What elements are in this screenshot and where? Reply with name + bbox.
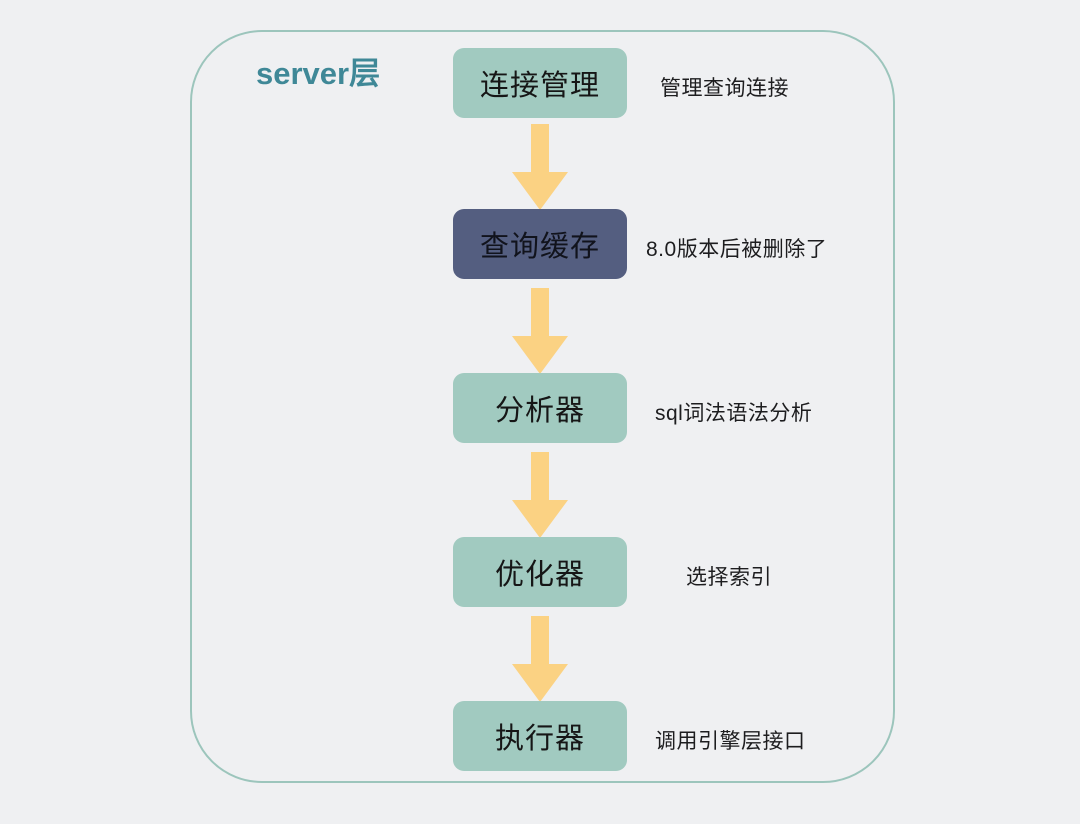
node-label: 分析器: [494, 395, 585, 427]
arrow-cache-to-parser: [512, 288, 568, 374]
node-query-cache[interactable]: 查询缓存: [453, 209, 627, 279]
node-label: 执行器: [494, 723, 585, 755]
node-label: 优化器: [494, 559, 585, 591]
server-layer-frame: [190, 30, 895, 783]
annotation-executor: 调用引擎层接口: [655, 730, 806, 753]
arrow-parser-to-optimizer: [512, 452, 568, 538]
arrow-optimizer-to-executor: [512, 616, 568, 702]
annotation-connection-management: 管理查询连接: [660, 77, 789, 100]
node-executor[interactable]: 执行器: [453, 701, 627, 771]
node-label: 查询缓存: [479, 231, 600, 263]
node-optimizer[interactable]: 优化器: [453, 537, 627, 607]
annotation-query-cache: 8.0版本后被删除了: [646, 238, 828, 261]
annotation-optimizer: 选择索引: [686, 566, 772, 589]
server-layer-title: server层: [256, 56, 381, 91]
arrow-connection-to-cache: [512, 124, 568, 210]
annotation-parser: sql词法语法分析: [655, 402, 813, 425]
node-parser[interactable]: 分析器: [453, 373, 627, 443]
node-label: 连接管理: [479, 70, 600, 102]
node-connection-management[interactable]: 连接管理: [453, 48, 627, 118]
